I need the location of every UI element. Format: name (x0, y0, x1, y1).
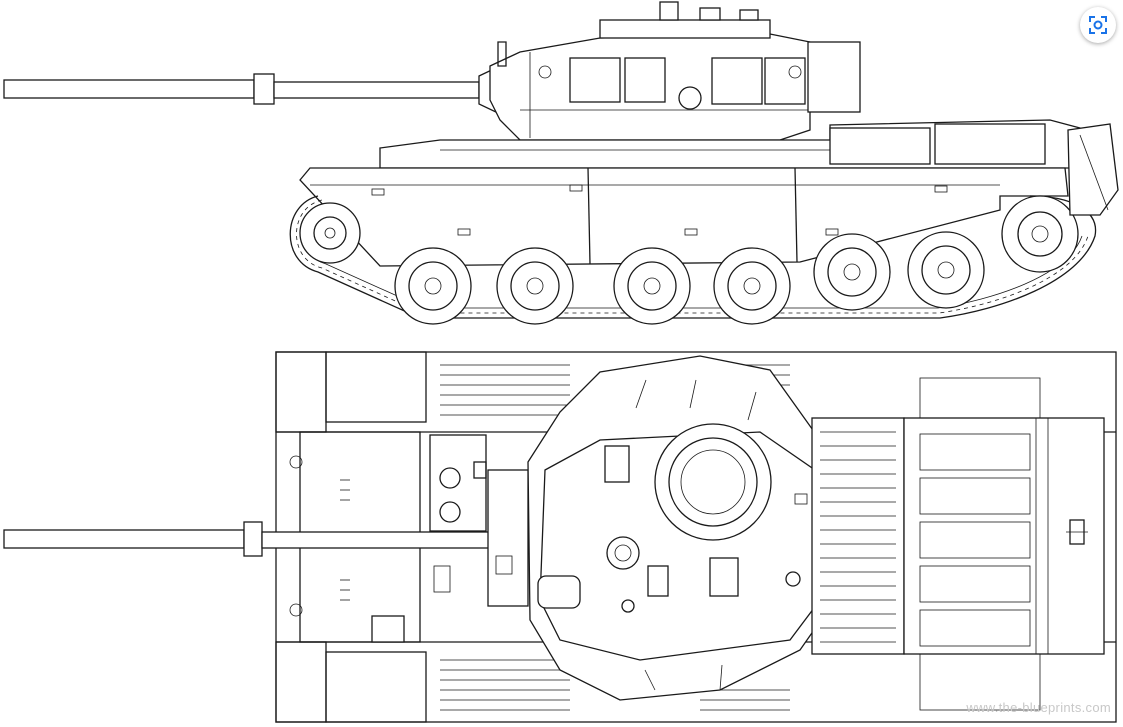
side-turret (489, 1, 861, 141)
side-skirt-panels (299, 167, 1069, 267)
top-gun-barrel (3, 469, 529, 607)
side-idler-sprocket (299, 195, 1079, 273)
top-track-guards (440, 364, 1041, 711)
watermark-text: www.the-blueprints.com (966, 700, 1111, 715)
side-hull-deck (379, 119, 1081, 169)
top-turret (527, 355, 841, 701)
side-view (3, 1, 1119, 325)
top-engine-deck (811, 417, 1105, 655)
side-road-wheels (394, 231, 985, 325)
visual-search-button[interactable] (1080, 7, 1116, 43)
visual-search-icon (1089, 16, 1107, 34)
top-front-details (289, 434, 513, 643)
side-gun-barrel (3, 64, 501, 116)
top-view (3, 351, 1117, 723)
side-rear-plate (1067, 123, 1119, 216)
